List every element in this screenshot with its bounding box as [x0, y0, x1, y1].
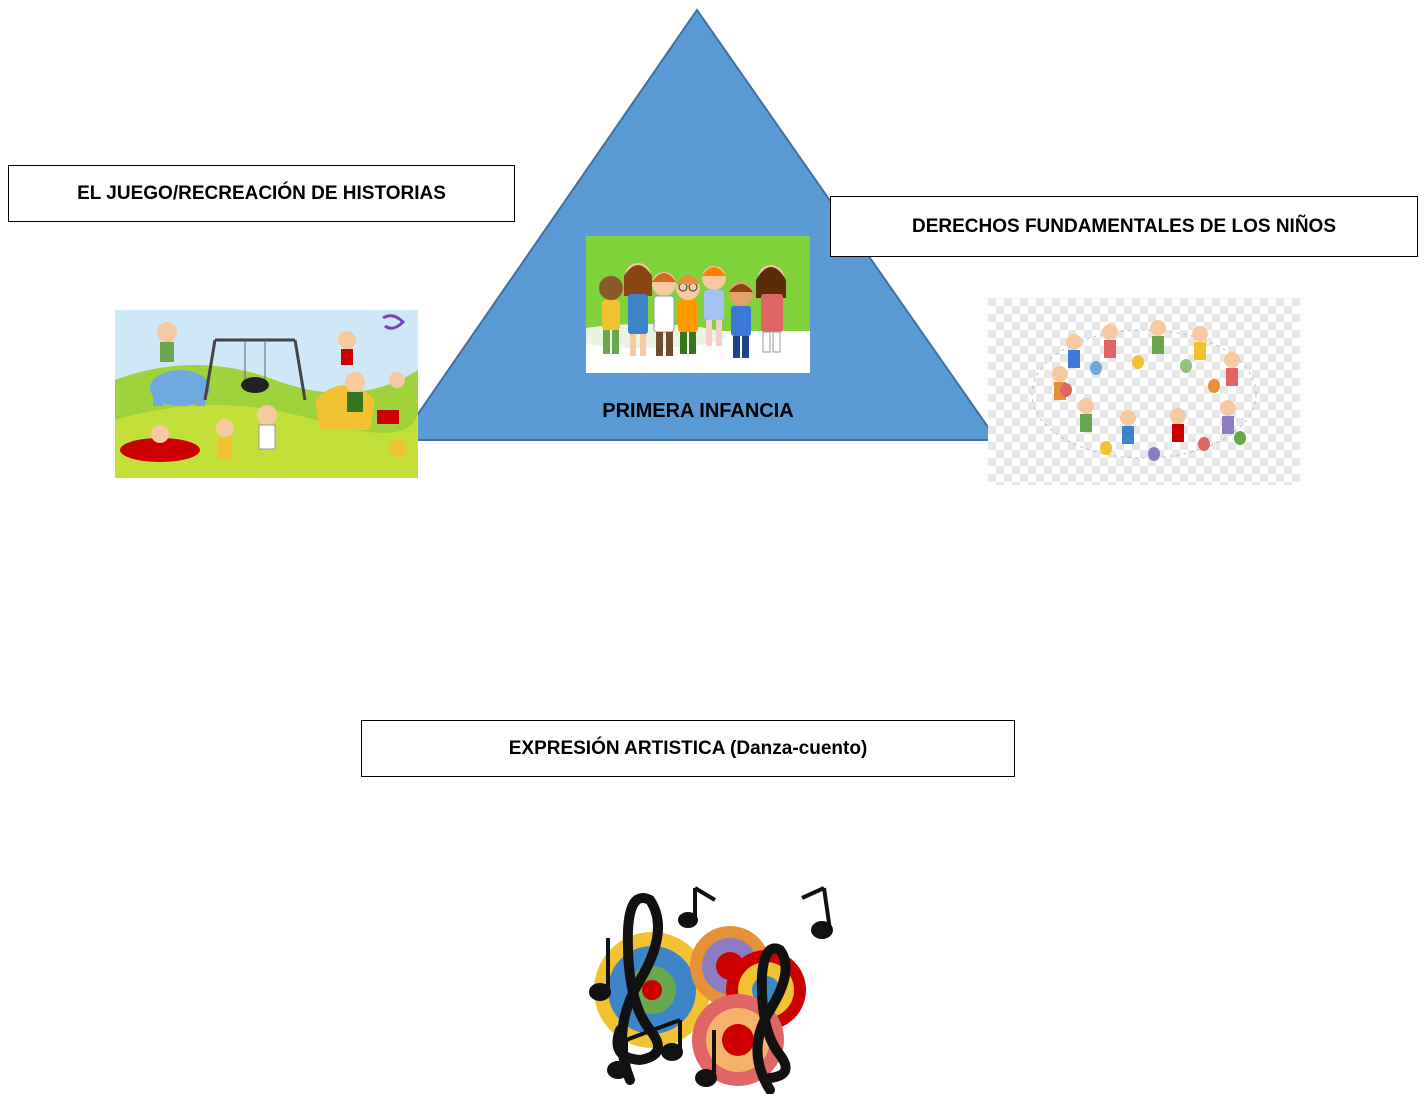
playground-illustration	[115, 310, 418, 478]
music-notes-illustration	[570, 880, 840, 1094]
label-derechos-fundamentales: DERECHOS FUNDAMENTALES DE LOS NIÑOS	[830, 196, 1418, 257]
label-text: DERECHOS FUNDAMENTALES DE LOS NIÑOS	[911, 215, 1336, 237]
label-text: EL JUEGO/RECREACIÓN DE HISTORIAS	[77, 182, 446, 204]
label-juego-recreacion: EL JUEGO/RECREACIÓN DE HISTORIAS	[8, 165, 515, 222]
children-circle-illustration	[988, 298, 1300, 485]
center-title: PRIMERA INFANCIA	[602, 400, 794, 422]
label-text: EXPRESIÓN ARTISTICA (Danza-cuento)	[508, 737, 868, 759]
label-expresion-artistica: EXPRESIÓN ARTISTICA (Danza-cuento)	[361, 720, 1015, 777]
children-group-illustration	[586, 236, 810, 373]
